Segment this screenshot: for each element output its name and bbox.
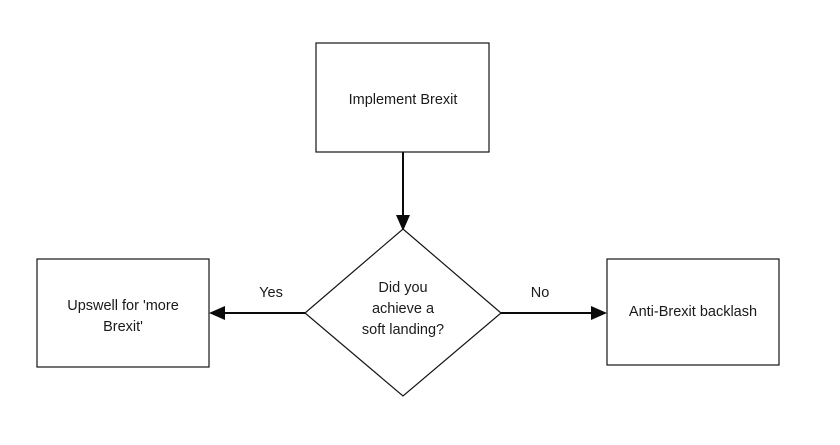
arrowhead-right-icon (591, 306, 607, 320)
node-upswell-more-brexit-label-line1: Upswell for 'more (67, 298, 179, 314)
arrowhead-left-icon (209, 306, 225, 320)
node-soft-landing-decision[interactable]: Did you achieve a soft landing? (304, 228, 502, 397)
edge-decision-to-backlash: No (501, 285, 607, 320)
node-anti-brexit-backlash-label: Anti-Brexit backlash (629, 304, 757, 320)
node-implement-brexit-label: Implement Brexit (349, 92, 458, 108)
node-upswell-more-brexit-shape (36, 258, 210, 368)
node-implement-brexit[interactable]: Implement Brexit (315, 42, 490, 153)
edge-implement-to-decision (396, 152, 410, 231)
node-anti-brexit-backlash[interactable]: Anti-Brexit backlash (606, 258, 780, 366)
node-soft-landing-decision-label-line2: achieve a (372, 301, 435, 317)
edge-label-no: No (531, 285, 550, 301)
edge-label-yes: Yes (259, 285, 283, 301)
node-anti-brexit-backlash-shape (606, 258, 780, 366)
node-upswell-more-brexit[interactable]: Upswell for 'more Brexit' (36, 258, 210, 368)
edge-decision-to-upswell: Yes (209, 285, 305, 320)
arrowhead-down-icon (396, 215, 410, 231)
node-soft-landing-decision-label-line3: soft landing? (362, 322, 444, 338)
node-soft-landing-decision-shape (304, 228, 502, 397)
node-implement-brexit-shape (315, 42, 490, 153)
node-upswell-more-brexit-label-line2: Brexit' (103, 319, 143, 335)
node-soft-landing-decision-label-line1: Did you (378, 280, 427, 296)
